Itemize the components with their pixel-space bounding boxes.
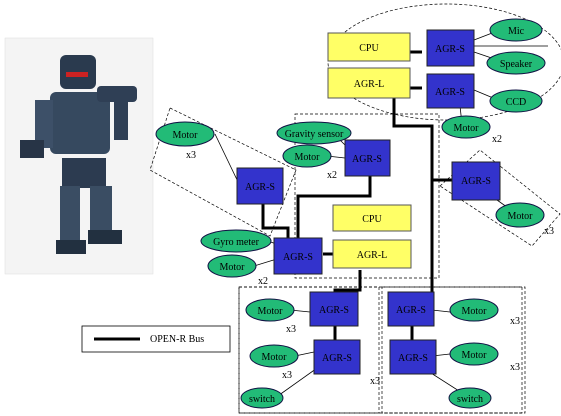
svg-text:switch: switch bbox=[249, 394, 275, 405]
multiplier-neck-motor: x2 bbox=[327, 170, 337, 181]
left-arm-motor-oval: Motor bbox=[155, 121, 215, 147]
left-leg-group-outline bbox=[238, 286, 380, 414]
svg-text:AGR-S: AGR-S bbox=[319, 305, 349, 316]
svg-text:Gravity sensor: Gravity sensor bbox=[285, 129, 344, 140]
mic-oval: Mic bbox=[489, 18, 543, 42]
head-agr-s-box-2: AGR-S bbox=[426, 73, 475, 109]
body-group-outline bbox=[294, 113, 440, 279]
svg-text:AGR-S: AGR-S bbox=[322, 353, 352, 364]
multiplier-left-switch: x3 bbox=[370, 376, 380, 387]
body-cpu-box: CPU bbox=[332, 204, 412, 232]
head-agr-l-box: AGR-L bbox=[327, 67, 411, 99]
left-leg-agr-s-box-2: AGR-S bbox=[313, 339, 361, 375]
speaker-oval: Speaker bbox=[486, 51, 546, 75]
right-switch-oval: switch bbox=[448, 387, 492, 409]
multiplier-right-arm-motor: x3 bbox=[544, 226, 554, 237]
svg-text:Motor: Motor bbox=[508, 211, 534, 222]
right-leg-agr-s-box-1: AGR-S bbox=[387, 291, 435, 327]
multiplier-left-leg-motor-1: x3 bbox=[286, 324, 296, 335]
right-leg-motor-oval-2: Motor bbox=[449, 342, 499, 366]
ccd-oval: CCD bbox=[489, 89, 543, 113]
svg-text:Motor: Motor bbox=[173, 130, 199, 141]
head-motor-oval: Motor bbox=[441, 115, 491, 139]
svg-text:AGR-S: AGR-S bbox=[435, 87, 465, 98]
svg-text:switch: switch bbox=[457, 394, 483, 405]
svg-text:Motor: Motor bbox=[454, 123, 480, 134]
robot-photo bbox=[4, 37, 154, 275]
torso-agr-s-box: AGR-S bbox=[273, 237, 323, 275]
svg-text:AGR-S: AGR-S bbox=[283, 252, 313, 263]
neck-agr-s-box: AGR-S bbox=[344, 139, 391, 177]
svg-text:Motor: Motor bbox=[258, 306, 284, 317]
multiplier-head-motor: x2 bbox=[492, 134, 502, 145]
svg-text:AGR-S: AGR-S bbox=[352, 154, 382, 165]
left-leg-agr-s-box-1: AGR-S bbox=[309, 291, 359, 327]
svg-text:AGR-L: AGR-L bbox=[354, 79, 385, 90]
body-agr-l-box: AGR-L bbox=[332, 239, 412, 269]
svg-text:Motor: Motor bbox=[262, 352, 288, 363]
svg-text:Mic: Mic bbox=[508, 26, 525, 37]
legend-label: OPEN-R Bus bbox=[150, 334, 204, 345]
right-arm-motor-oval: Motor bbox=[495, 202, 545, 228]
multiplier-left-arm-motor: x3 bbox=[186, 150, 196, 161]
svg-text:CPU: CPU bbox=[362, 214, 382, 225]
svg-text:Gyro meter: Gyro meter bbox=[213, 237, 259, 248]
legend: OPEN-R Bus bbox=[81, 325, 231, 353]
left-leg-motor-oval-1: Motor bbox=[245, 298, 295, 322]
gravity-sensor-oval: Gravity sensor bbox=[276, 121, 352, 145]
svg-text:AGR-S: AGR-S bbox=[435, 44, 465, 55]
left-arm-agr-s-box: AGR-S bbox=[236, 167, 284, 205]
neck-motor-oval: Motor bbox=[282, 144, 332, 168]
svg-text:AGR-S: AGR-S bbox=[398, 353, 428, 364]
multiplier-right-leg-motor-2: x3 bbox=[510, 362, 520, 373]
right-leg-agr-s-box-2: AGR-S bbox=[389, 339, 437, 375]
head-cpu-box: CPU bbox=[327, 32, 411, 62]
left-switch-oval: switch bbox=[240, 387, 284, 409]
multiplier-left-leg-motor-2: x3 bbox=[282, 370, 292, 381]
svg-text:Motor: Motor bbox=[462, 306, 488, 317]
svg-text:AGR-S: AGR-S bbox=[396, 305, 426, 316]
gyro-meter-oval: Gyro meter bbox=[200, 229, 272, 253]
svg-text:AGR-L: AGR-L bbox=[357, 250, 388, 261]
right-arm-agr-s-box: AGR-S bbox=[451, 161, 501, 201]
svg-text:AGR-S: AGR-S bbox=[461, 176, 491, 187]
svg-text:Motor: Motor bbox=[295, 152, 321, 163]
head-agr-s-box-1: AGR-S bbox=[426, 29, 475, 67]
torso-motor-oval: Motor bbox=[207, 254, 257, 278]
svg-text:Motor: Motor bbox=[462, 350, 488, 361]
multiplier-torso-motor: x2 bbox=[258, 276, 268, 287]
multiplier-right-leg-motor-1: x3 bbox=[510, 316, 520, 327]
right-leg-motor-oval-1: Motor bbox=[449, 298, 499, 322]
left-arm-group-outline bbox=[149, 107, 297, 237]
svg-text:CCD: CCD bbox=[506, 97, 527, 108]
svg-text:Motor: Motor bbox=[220, 262, 246, 273]
svg-text:Speaker: Speaker bbox=[500, 59, 533, 70]
head-group-outline bbox=[327, 3, 561, 121]
svg-text:AGR-S: AGR-S bbox=[245, 182, 275, 193]
left-leg-motor-oval-2: Motor bbox=[249, 344, 299, 368]
right-leg-group-outline bbox=[381, 286, 523, 414]
svg-text:CPU: CPU bbox=[359, 43, 379, 54]
